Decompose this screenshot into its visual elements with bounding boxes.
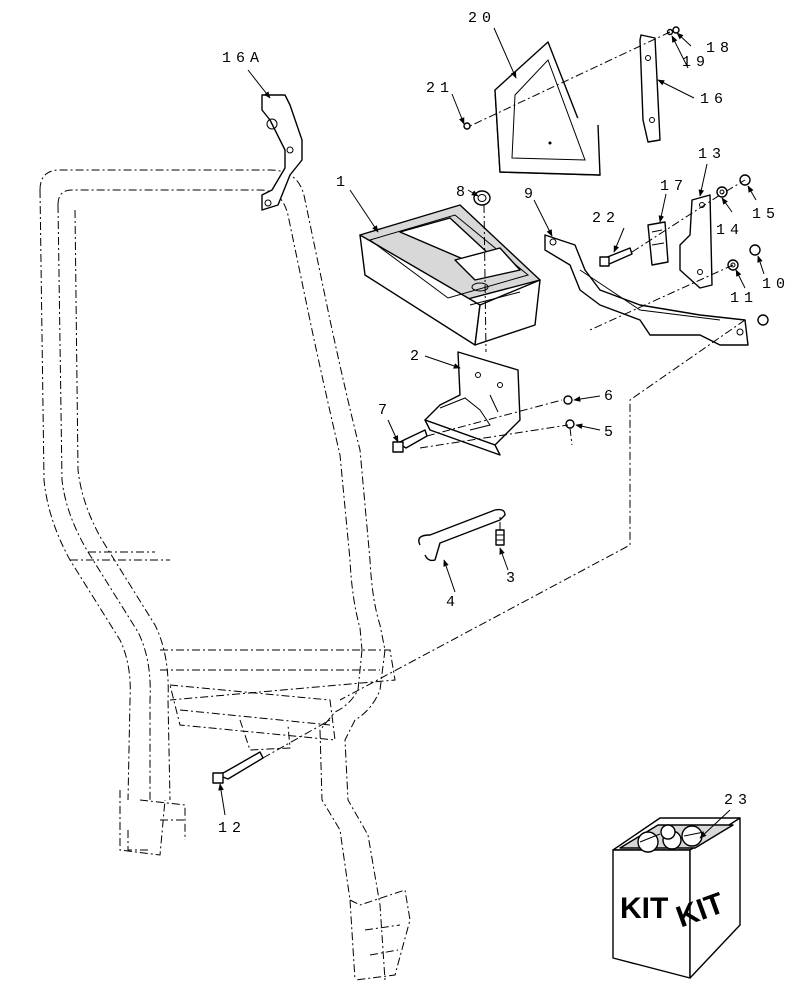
callout-9: 9 xyxy=(524,186,538,203)
callout-13: 13 xyxy=(698,146,726,163)
rops-frame xyxy=(39,169,411,981)
callout-20: 20 xyxy=(468,10,496,27)
callout-5: 5 xyxy=(604,424,618,441)
centerlines xyxy=(262,31,746,759)
callout-8: 8 xyxy=(456,184,470,201)
leaders xyxy=(218,27,765,839)
callout-1: 1 xyxy=(336,174,350,191)
callout-14: 14 xyxy=(716,222,744,239)
part-1-toolbox xyxy=(359,204,541,346)
callout-labels: 16A 20 21 18 19 16 1 8 9 22 17 13 14 15 … xyxy=(218,10,790,837)
kit-label-front: KIT xyxy=(620,892,668,925)
callout-18: 18 xyxy=(706,40,734,57)
callout-10: 10 xyxy=(762,276,790,293)
callout-7: 7 xyxy=(378,402,392,419)
part-2-mount-bracket xyxy=(424,351,521,456)
part-20-smv-emblem xyxy=(494,41,601,176)
callout-23: 23 xyxy=(724,792,752,809)
part-3-screw xyxy=(495,529,505,546)
part-16a-bracket xyxy=(261,94,303,211)
callout-16a: 16A xyxy=(222,50,264,67)
fasteners xyxy=(212,26,769,784)
callout-15: 15 xyxy=(752,206,780,223)
callout-3: 3 xyxy=(506,570,520,587)
part-23-kit-box xyxy=(612,817,741,979)
part-8-lynch-pin xyxy=(473,190,491,206)
callout-12: 12 xyxy=(218,820,246,837)
callout-21: 21 xyxy=(426,80,454,97)
callout-11: 11 xyxy=(730,290,758,307)
callout-22: 22 xyxy=(592,210,620,227)
callout-19: 19 xyxy=(682,54,710,71)
callout-16: 16 xyxy=(700,91,728,108)
part-13-plate xyxy=(679,194,713,289)
part-17-clip xyxy=(647,221,669,266)
part-4-rod xyxy=(418,508,506,562)
callout-4: 4 xyxy=(446,594,460,611)
callout-6: 6 xyxy=(604,388,618,405)
callout-2: 2 xyxy=(410,348,424,365)
part-9-arm-bracket xyxy=(544,234,749,346)
callout-17: 17 xyxy=(660,178,688,195)
part-16-strap xyxy=(639,34,661,143)
